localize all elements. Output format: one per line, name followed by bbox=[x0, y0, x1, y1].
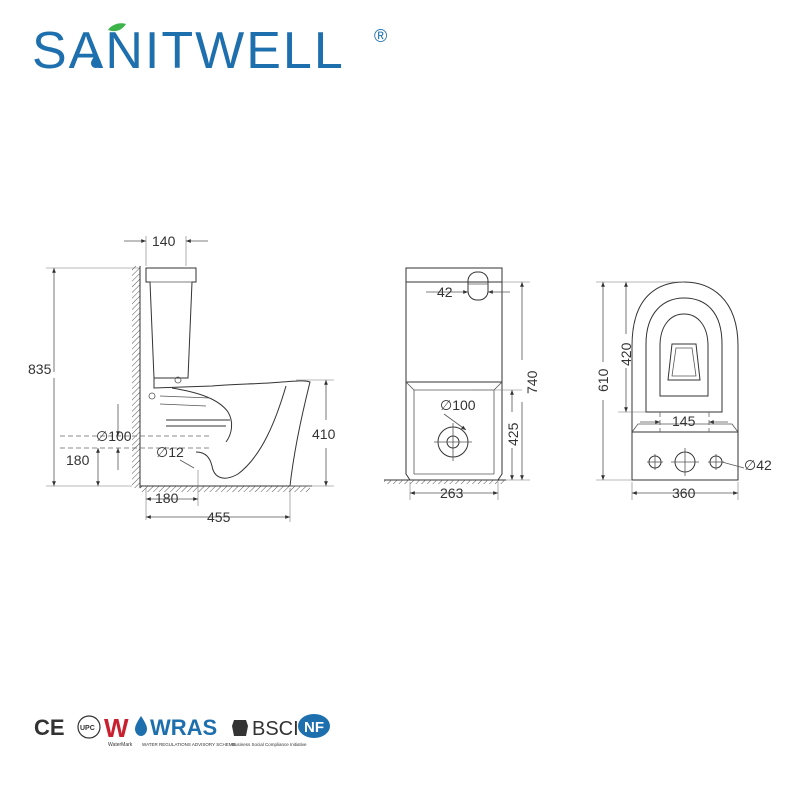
brand-logo: SANITWELL ® bbox=[32, 22, 387, 80]
dim-740: 740 bbox=[524, 370, 540, 394]
wall-hatching bbox=[132, 266, 140, 488]
watermark-w: W bbox=[104, 713, 129, 743]
dim-outlet-diameter: ∅100 bbox=[96, 428, 132, 444]
globe-icon bbox=[232, 720, 248, 736]
bowl-inner bbox=[171, 387, 233, 443]
bsci-caption: Business Social Compliance Initiative bbox=[232, 742, 307, 747]
dim-42: 42 bbox=[437, 284, 453, 300]
dim-360: 360 bbox=[672, 485, 696, 501]
water-drop-icon bbox=[135, 716, 147, 736]
upc-label: UPC bbox=[80, 725, 95, 732]
wras-caption: WATER REGULATIONS ADVISORY SCHEME bbox=[142, 742, 236, 747]
watermark-caption: WaterMark bbox=[108, 742, 133, 748]
upc-logo: UPC bbox=[77, 715, 101, 739]
dim-hole-diameter: ∅42 bbox=[744, 457, 772, 473]
registered-mark: ® bbox=[374, 26, 387, 46]
wras-logo: WRAS WATER REGULATIONS ADVISORY SCHEME bbox=[135, 715, 236, 747]
water-drop-icon bbox=[91, 54, 101, 68]
nf-label: NF bbox=[304, 719, 324, 736]
bsci-label: BSCI bbox=[252, 718, 299, 740]
dim-263: 263 bbox=[440, 485, 464, 501]
brand-name: SANITWELL bbox=[32, 22, 345, 80]
dim-180-wall: 180 bbox=[155, 490, 179, 506]
dim-610: 610 bbox=[595, 368, 611, 392]
wras-label: WRAS bbox=[150, 715, 217, 740]
certification-logos: CE UPC W WaterMark WRAS WATER REGULATION… bbox=[34, 713, 330, 748]
tank-outline bbox=[145, 267, 197, 379]
front-view: 42 ∅100 740 425 263 bbox=[384, 267, 540, 501]
watermark-logo: W WaterMark bbox=[104, 713, 133, 748]
dim-140: 140 bbox=[152, 233, 176, 249]
trap-outline bbox=[195, 385, 287, 479]
dim-420: 420 bbox=[618, 342, 634, 366]
dim-180-outlet: 180 bbox=[66, 452, 90, 468]
tank-body bbox=[405, 281, 503, 383]
bowl-outline bbox=[153, 378, 311, 487]
tank-base bbox=[631, 431, 739, 481]
dim-455: 455 bbox=[207, 509, 231, 525]
ce-mark: CE bbox=[34, 715, 65, 740]
seat-outline bbox=[645, 297, 723, 413]
dim-410: 410 bbox=[312, 426, 336, 442]
side-view: 140 835 180 ∅100 ∅12 410 180 455 bbox=[28, 233, 336, 525]
dim-145: 145 bbox=[672, 413, 696, 429]
bsci-logo: BSCI Business Social Compliance Initiati… bbox=[232, 718, 307, 747]
flush-button-icon bbox=[467, 271, 489, 301]
leaf-icon bbox=[108, 23, 126, 32]
bowl-opening bbox=[667, 343, 701, 381]
top-view: 145 610 420 ∅42 360 bbox=[595, 281, 772, 501]
floor-hatching bbox=[140, 486, 310, 492]
nf-logo: NF bbox=[298, 714, 330, 738]
dim-front-outlet-diameter: ∅100 bbox=[440, 397, 476, 413]
dim-835: 835 bbox=[28, 361, 52, 377]
dim-inlet-diameter: ∅12 bbox=[156, 444, 184, 460]
dim-425: 425 bbox=[505, 422, 521, 446]
